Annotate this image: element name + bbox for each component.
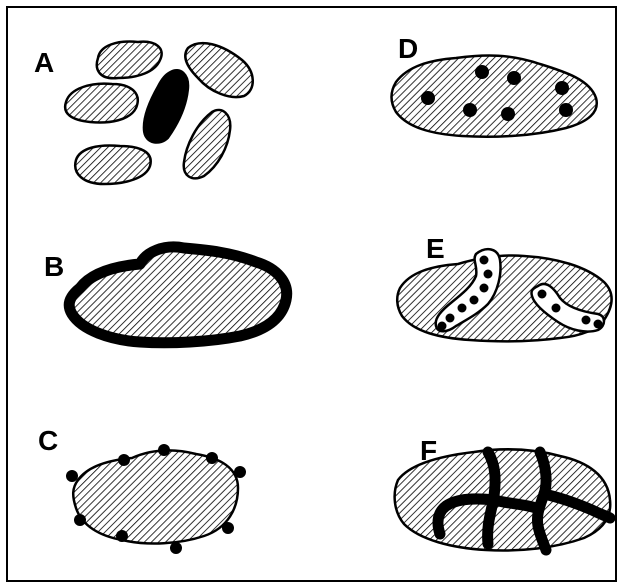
grain-a2 [185,43,253,97]
grain-b [69,247,287,343]
panel-f: F [395,435,611,551]
grain-c [73,451,238,544]
panel-b: B [44,247,287,343]
panel-e: E [397,233,611,341]
grain-a3 [65,84,138,123]
panel-label-d: D [398,33,418,64]
panel-label-c: C [38,425,58,456]
grain-a4 [184,110,231,178]
panel-d: D [392,33,597,137]
grain-a5 [75,146,150,184]
grain-a1 [97,42,162,79]
panel-label-b: B [44,251,64,282]
panel-label-a: A [34,47,54,78]
grain-a-dark [144,70,189,143]
panel-label-e: E [426,233,445,264]
panel-c: C [38,425,246,554]
panel-a: A [34,42,253,184]
